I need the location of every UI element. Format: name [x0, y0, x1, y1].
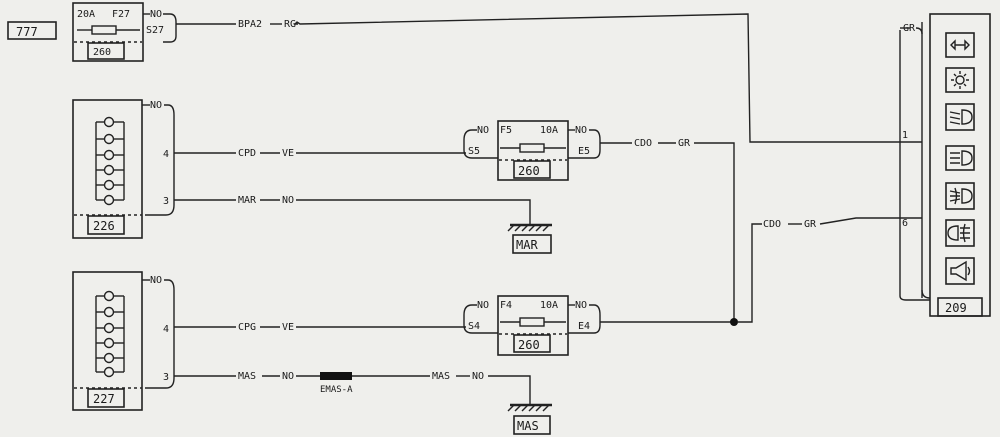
- fog-light-icon: [945, 182, 975, 210]
- cluster-209-id: 209: [945, 301, 967, 315]
- lamp-panel-226: 226 NO 4 3: [72, 99, 175, 239]
- wire-bpa2: BPA2 RG: [176, 13, 900, 143]
- ground-mas-label: MAS: [517, 419, 539, 433]
- panel-226-pin-3: 3: [163, 196, 169, 207]
- wire-mas-2-code: MAS: [432, 371, 450, 382]
- wire-cdo-1-color: GR: [678, 138, 691, 149]
- lamp-panel-227: 227 NO 4 3: [72, 271, 175, 411]
- fuse-f5-block: F5 10A 260 NO S5 NO E5: [463, 120, 601, 181]
- wire-mar-color: NO: [282, 195, 294, 206]
- wire-mar: MAR NO: [174, 195, 531, 225]
- page-reference-label: 777: [16, 25, 38, 39]
- wire-cdo-2-code: CDO: [763, 219, 781, 230]
- fuse-f4-pin-left: S4: [468, 321, 480, 332]
- lamp-panel-226-id: 226: [93, 219, 115, 233]
- wire-cpg-color: VE: [282, 322, 294, 333]
- wire-bpa2-code: BPA2: [238, 19, 262, 30]
- cluster-wire-top: GR: [903, 23, 916, 34]
- panel-227-pin-4: 4: [163, 324, 169, 335]
- splice-emas-a-label: EMAS-A: [320, 385, 353, 395]
- cluster-pin-1: 1: [902, 130, 908, 141]
- fuse-f5-pin-left: S5: [468, 146, 480, 157]
- ground-mas: MAS: [507, 403, 552, 435]
- lamp-panel-227-id: 227: [93, 392, 115, 406]
- lamp-group-226: [96, 116, 125, 206]
- fuse-f5-wire-right: NO: [575, 125, 587, 136]
- fuse-f4-pin-right: E4: [578, 321, 590, 332]
- fuse-f4-name: F4: [500, 300, 512, 311]
- low-beam-icon: [945, 103, 975, 131]
- fuse-f27-pin: S27: [146, 25, 164, 36]
- panel-226-pin-4: 4: [163, 149, 169, 160]
- ground-mar: MAR: [507, 223, 552, 254]
- wire-cpd: CPD VE: [174, 148, 466, 159]
- wire-cpg: CPG VE: [174, 322, 466, 333]
- wire-e4-junction: [600, 318, 738, 326]
- fuse-f27-rating: 20A: [77, 9, 95, 20]
- panel-227-top-wire: NO: [150, 275, 162, 286]
- fuse-f5-pin-right: E5: [578, 146, 590, 157]
- wire-mas-2-color: NO: [472, 371, 484, 382]
- ground-mar-label: MAR: [516, 238, 538, 252]
- fuse-f4-block: F4 10A 260 NO S4 NO E4: [463, 295, 601, 356]
- junction-dot: [730, 318, 738, 326]
- instrument-cluster-209: GR 1 6: [899, 13, 991, 317]
- fuse-f5-wire-left: NO: [477, 125, 489, 136]
- fuse-f4-rating: 10A: [540, 300, 558, 311]
- fuse-f5-name: F5: [500, 125, 512, 136]
- turn-signal-icon: [945, 32, 975, 58]
- fuse-f27-box-id: 260: [93, 47, 111, 58]
- fuse-f4-box-id: 260: [518, 338, 540, 352]
- fuse-f27-name: F27: [112, 9, 130, 20]
- rear-fog-light-icon: [945, 219, 975, 247]
- lamp-group-227: [96, 290, 125, 378]
- wire-mas-1-code: MAS: [238, 371, 256, 382]
- wire-mas: MAS NO EMAS-A MAS NO: [174, 371, 531, 405]
- fuse-f4-wire-left: NO: [477, 300, 489, 311]
- wire-bpa2-color: RG: [284, 19, 296, 30]
- wire-cdo-e5: CDO GR: [600, 138, 735, 322]
- page-reference: 777: [7, 21, 57, 40]
- fuse-f5-rating: 10A: [540, 125, 558, 136]
- wire-cdo-2-color: GR: [804, 219, 817, 230]
- splice-emas-a: [320, 372, 352, 380]
- horn-icon: [945, 257, 975, 285]
- panel-227-pin-3: 3: [163, 372, 169, 383]
- wire-mas-1-color: NO: [282, 371, 294, 382]
- high-beam-icon: [945, 145, 975, 171]
- wire-cpd-code: CPD: [238, 148, 256, 159]
- cluster-pin-6: 6: [902, 218, 908, 229]
- wire-cpd-color: VE: [282, 148, 294, 159]
- fuse-f27-wire-label: NO: [150, 9, 162, 20]
- wire-cpg-code: CPG: [238, 322, 256, 333]
- wire-mar-code: MAR: [238, 195, 257, 206]
- wire-cdo-pin6: CDO GR: [738, 217, 900, 323]
- wire-cdo-1-code: CDO: [634, 138, 652, 149]
- fuse-f4-wire-right: NO: [575, 300, 587, 311]
- fuse-f5-box-id: 260: [518, 164, 540, 178]
- fuse-f27-block: 20A F27 260 NO S27: [72, 2, 177, 62]
- panel-226-top-wire: NO: [150, 100, 162, 111]
- sidelight-icon: [945, 67, 975, 93]
